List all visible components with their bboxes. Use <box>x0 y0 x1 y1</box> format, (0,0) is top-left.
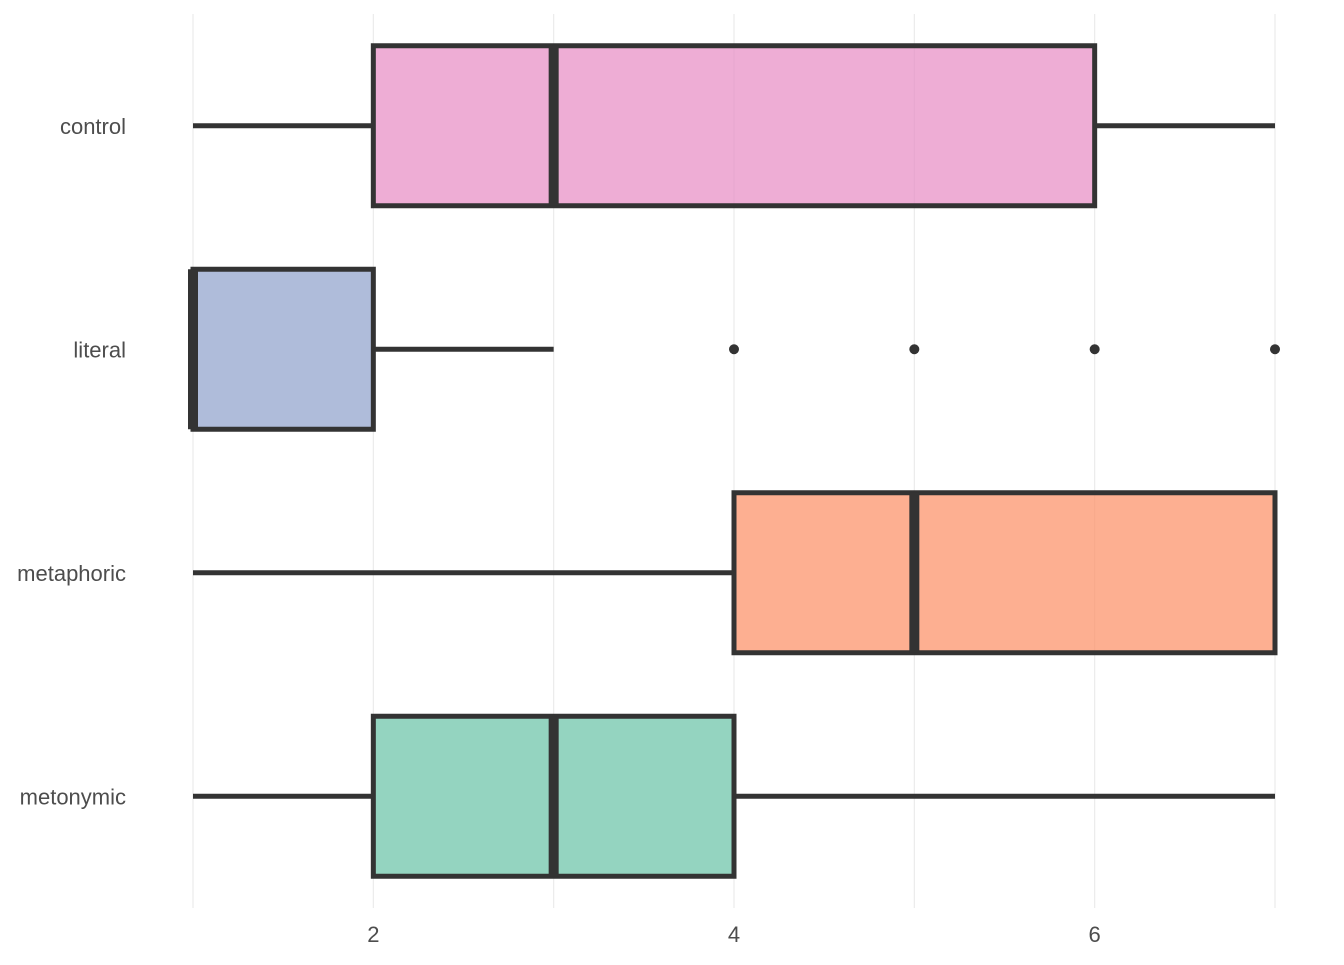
outlier-point <box>729 344 739 355</box>
x-tick-label: 4 <box>728 922 740 947</box>
x-tick-label: 6 <box>1089 922 1101 947</box>
y-tick-label: literal <box>73 337 126 362</box>
x-tick-label: 2 <box>367 922 379 947</box>
box-metonymic <box>193 713 1275 879</box>
y-axis-labels: control literal metaphoric metonymic <box>17 114 126 810</box>
box-metaphoric <box>193 490 1278 656</box>
outlier-point <box>909 344 920 355</box>
box-body <box>190 266 376 432</box>
boxes <box>188 43 1280 879</box>
outlier-point <box>1089 344 1100 355</box>
box-body <box>370 43 1098 209</box>
box-body <box>731 490 1278 656</box>
outlier-point <box>1270 344 1280 355</box>
box-literal <box>188 266 1280 432</box>
y-tick-label: metonymic <box>20 784 126 809</box>
x-axis-labels: 2 4 6 <box>367 922 1101 947</box>
y-tick-label: control <box>60 114 126 139</box>
y-tick-label: metaphoric <box>17 561 126 586</box>
box-control <box>193 43 1275 209</box>
